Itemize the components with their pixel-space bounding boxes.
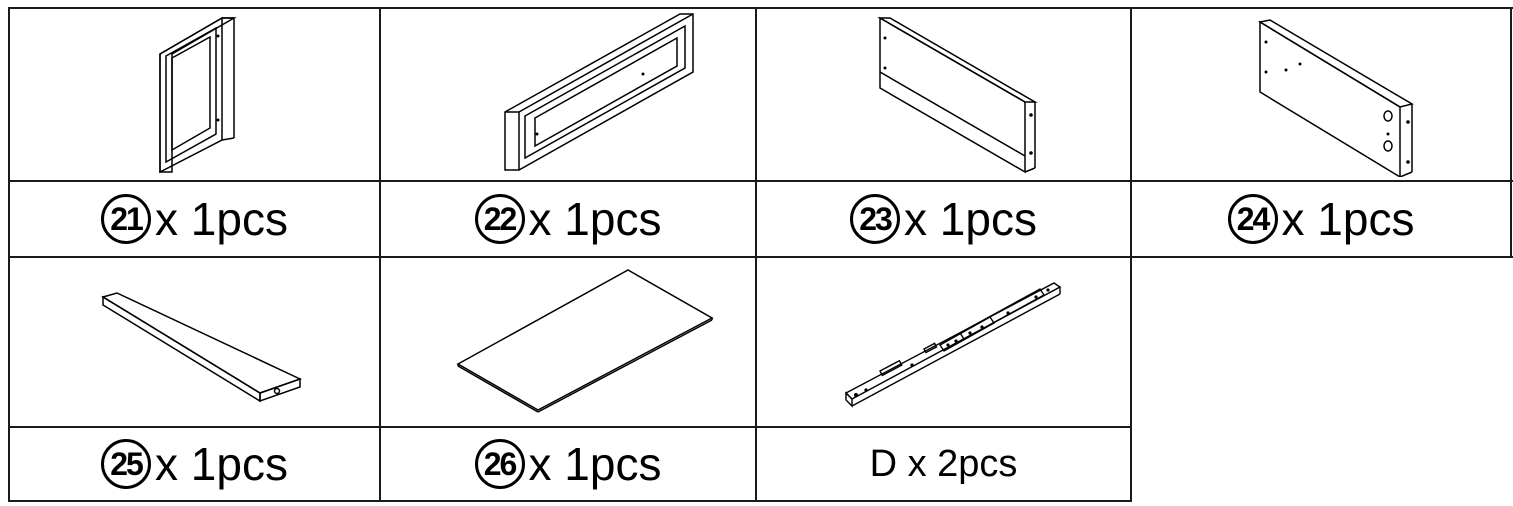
part-25-caption: 25 x 1pcs [10,428,379,500]
part-quantity: x 1pcs [528,438,662,490]
part-number-badge: 23 [850,194,901,244]
back-panel-icon [877,16,1038,174]
frame-door-icon [159,16,237,174]
part-number-badge: 22 [474,194,525,244]
drawer-slide-icon [844,282,1062,408]
part-number-badge: 21 [101,194,152,244]
part-number-badge: 25 [101,439,152,489]
part-23-caption: 23 x 1pcs [757,182,1130,256]
part-quantity: x 1pcs [904,193,1037,245]
part-22-caption: 22 x 1pcs [381,182,755,256]
part-quantity: x 1pcs [155,193,288,245]
part-number-badge: 26 [474,439,525,489]
drawer-front-icon [504,13,694,171]
side-panel-icon [1257,19,1414,177]
part-d-caption: D x 2pcs [757,428,1130,500]
part-26-caption: 26 x 1pcs [381,428,755,500]
thin-panel-icon [456,269,714,413]
part-quantity: x 1pcs [528,193,662,245]
part-number-badge: 24 [1227,194,1278,244]
part-quantity: x 1pcs [1281,193,1415,245]
part-quantity: x 1pcs [155,438,288,490]
part-quantity: D x 2pcs [869,443,1018,485]
part-24-caption: 24 x 1pcs [1132,182,1510,256]
part-21-caption: 21 x 1pcs [10,182,379,256]
shelf-board-icon [101,292,302,403]
